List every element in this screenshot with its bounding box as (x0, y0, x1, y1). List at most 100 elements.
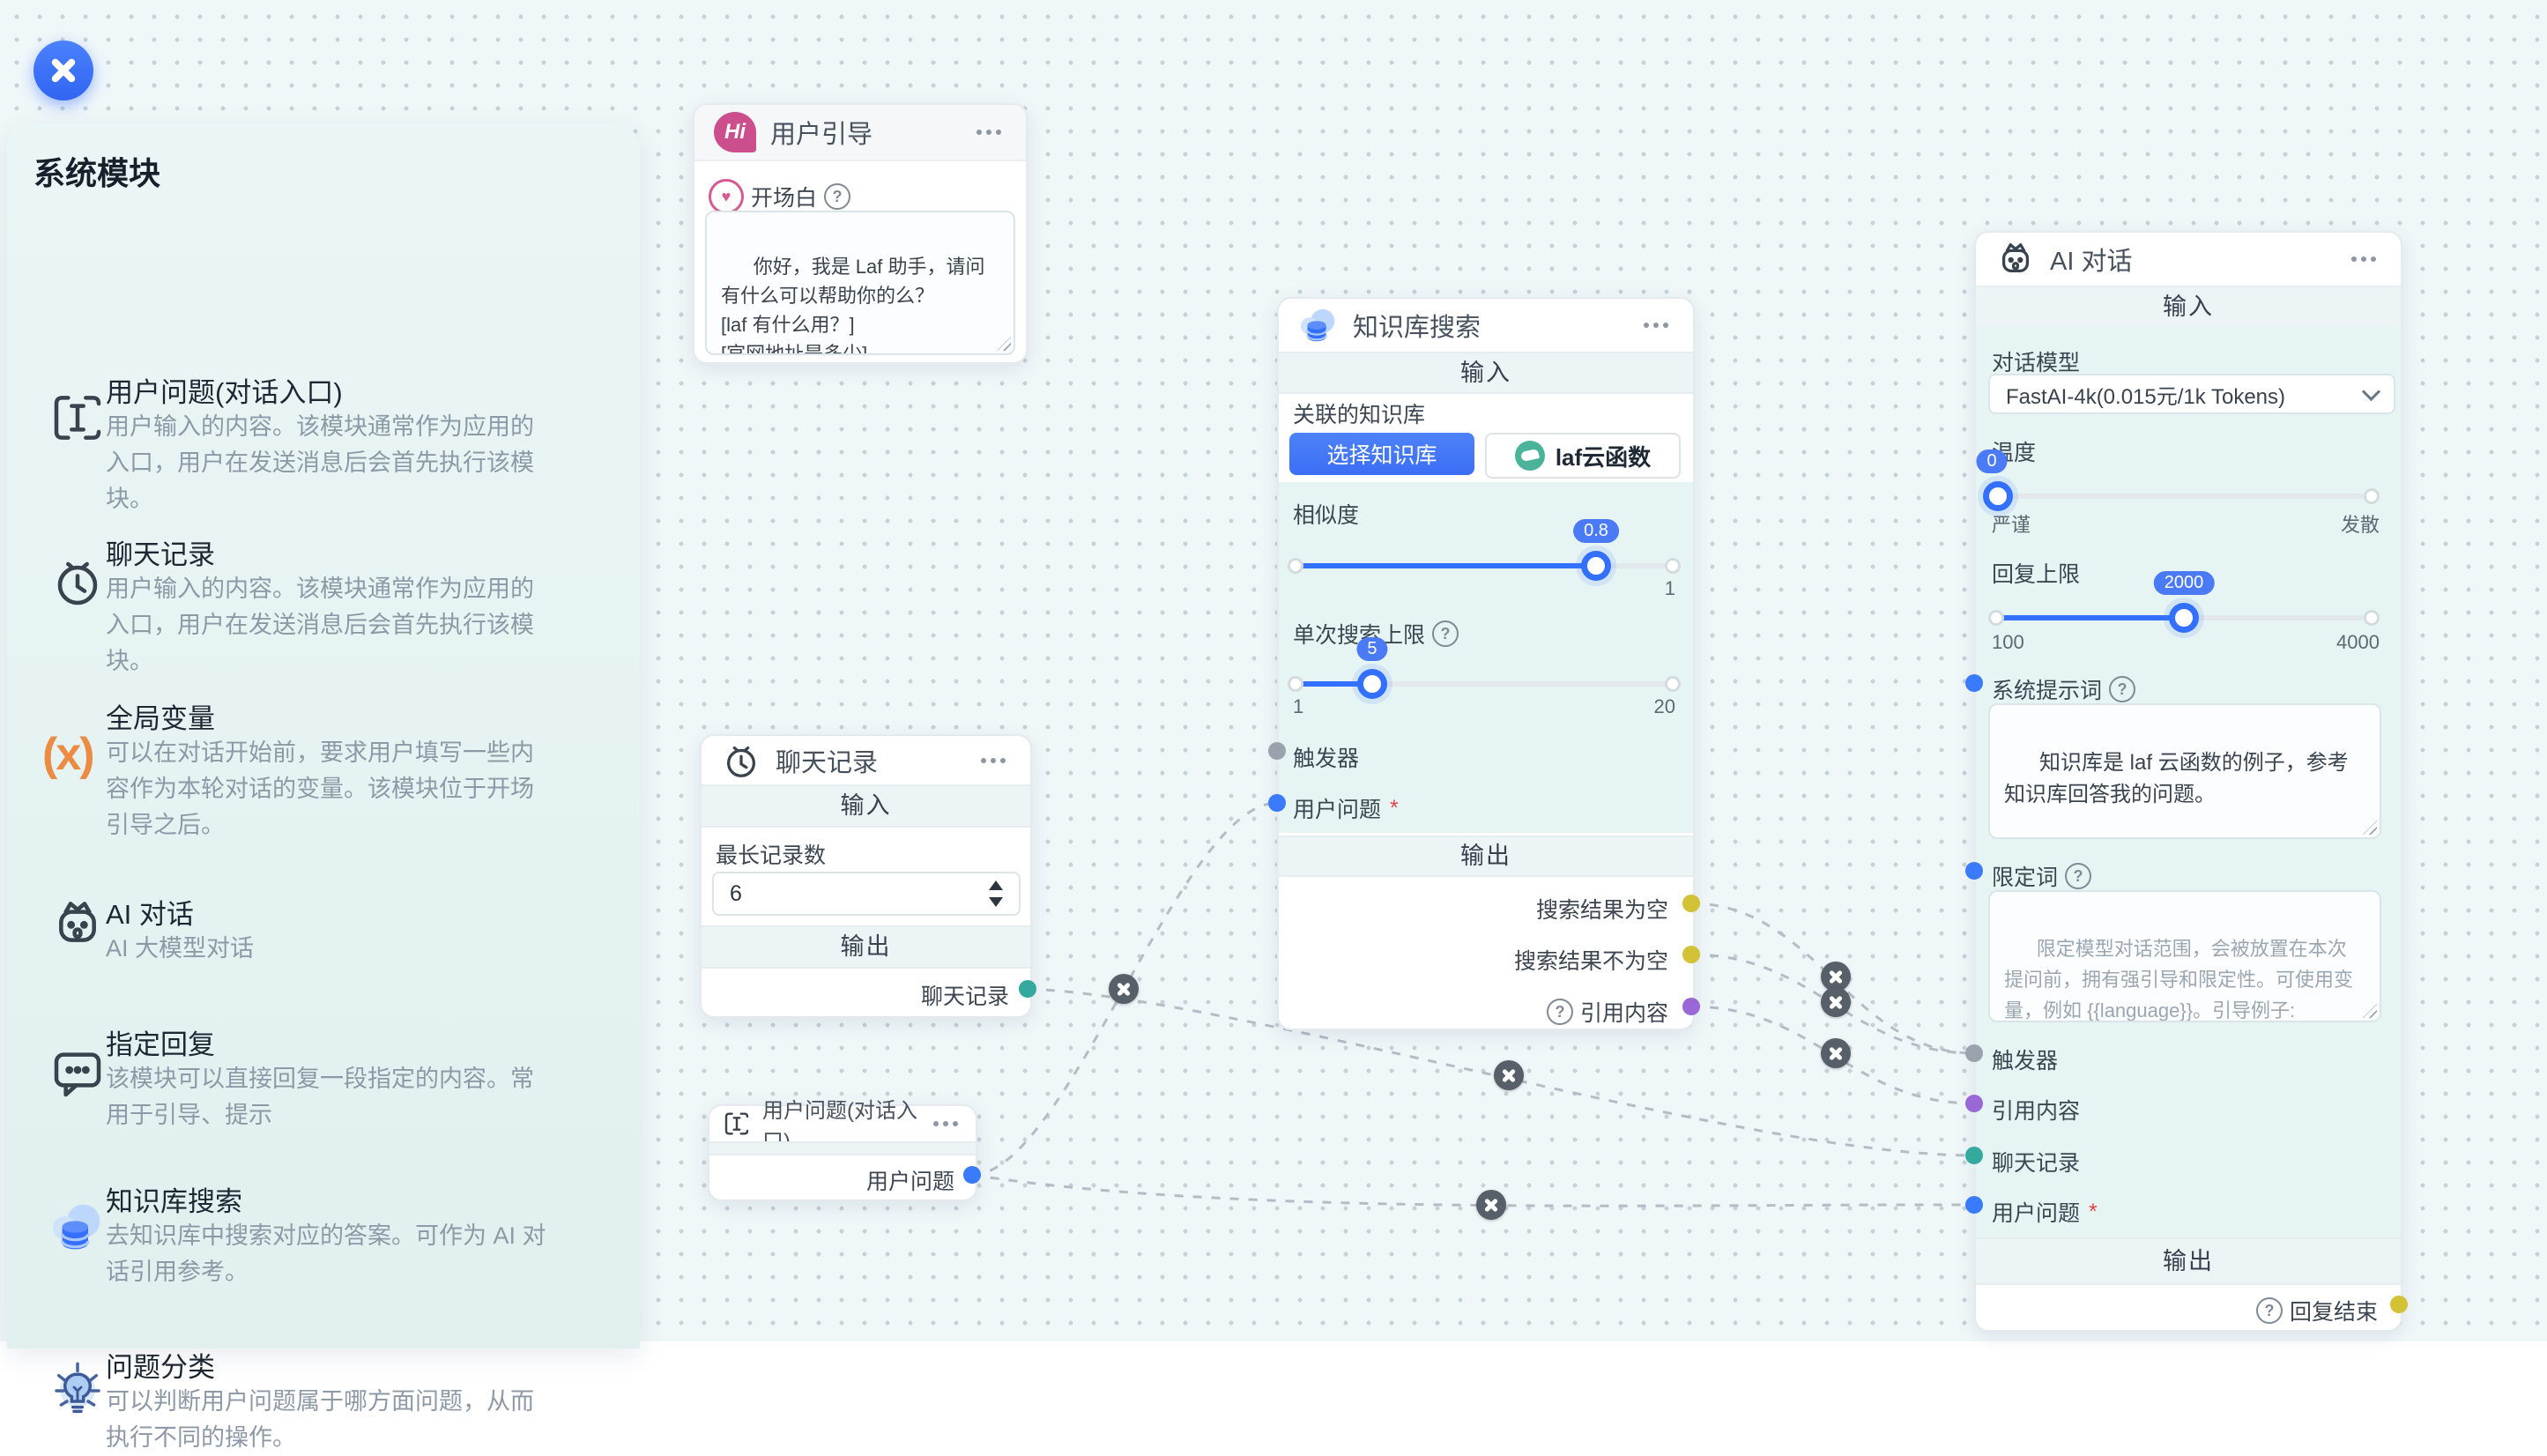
node-user-question[interactable]: 用户问题(对话入口) 用户问题 (708, 1099, 977, 1201)
node-kb-search[interactable]: 知识库搜索 输入 关联的知识库 选择知识库 laf云函数 相似度 0.8 1 单… (1277, 297, 1695, 1030)
limit-words-textarea[interactable]: 限定模型对话范围，会被放置在本次提问前，拥有强引导和限定性。可使用变量，例如 {… (1988, 890, 2381, 1022)
robot-icon (49, 895, 106, 952)
chevron-down-icon (2361, 382, 2381, 401)
port-kb-empty-out[interactable] (1682, 895, 1700, 912)
reply-bubble-icon (49, 1045, 106, 1102)
help-icon[interactable]: ? (824, 183, 851, 210)
collapsed-section (709, 1141, 976, 1155)
slider-thumb[interactable] (1356, 669, 1387, 699)
slider-thumb[interactable] (1983, 481, 2013, 511)
robot-icon (1995, 239, 2036, 279)
more-menu-icon[interactable] (971, 124, 1006, 140)
node-chat-history[interactable]: 聊天记录 输入 最长记录数 6 输出 聊天记录 (700, 734, 1032, 1018)
max-records-label: 最长记录数 (716, 843, 827, 868)
port-history-out[interactable] (1019, 980, 1036, 998)
output-section-header: 输出 (702, 925, 1030, 969)
max-tokens-label: 回复上限 (1992, 562, 2081, 587)
trigger-input-label: 触发器 (1293, 747, 1360, 771)
dataset-chip[interactable]: laf云函数 (1485, 433, 1681, 479)
more-menu-icon[interactable] (928, 1116, 963, 1132)
port-ai-limit-in[interactable] (1965, 862, 1983, 880)
question-output-label: 用户问题 (865, 1170, 954, 1194)
input-section-header: 输入 (1279, 352, 1693, 394)
help-icon[interactable]: ? (2065, 863, 2092, 889)
resize-grip[interactable] (2363, 1004, 2377, 1018)
similarity-value-badge: 0.8 (1573, 519, 1619, 543)
port-kb-trigger-in[interactable] (1268, 742, 1286, 760)
system-prompt-textarea[interactable]: 知识库是 laf 云函数的例子，参考知识库回答我的问题。 (1988, 703, 2381, 839)
node-user-guide[interactable]: Hi 用户引导 ♥ 开场白 ? 你好，我是 Laf 助手，请问有什么可以帮助你的… (693, 103, 1028, 364)
port-ai-history-in[interactable] (1965, 1147, 1983, 1164)
port-ai-question-in[interactable] (1965, 1196, 1983, 1214)
similarity-slider[interactable]: 0.8 (1288, 519, 1681, 581)
port-ai-reply-end-out[interactable] (2390, 1296, 2408, 1313)
heart-icon: ♥ (709, 179, 744, 214)
port-kb-question-in[interactable] (1268, 794, 1286, 812)
system-prompt-label: 系统提示词 ? (1992, 673, 2136, 705)
opening-textarea[interactable]: 你好，我是 Laf 助手，请问有什么可以帮助你的么？ [laf 有什么用？] [… (705, 211, 1015, 355)
limit-value-badge: 5 (1356, 637, 1388, 661)
max-tokens-slider[interactable]: 2000 (1988, 571, 2380, 633)
node-title: AI 对话 (2050, 248, 2133, 276)
temperature-value-badge: 0 (1976, 449, 2008, 473)
similarity-max: 1 (1664, 577, 1675, 599)
wire-question-to-ai (971, 1173, 1975, 1207)
temp-min-label: 严谨 (1992, 514, 2031, 536)
search-limit-slider[interactable]: 5 (1288, 637, 1681, 699)
port-ai-sysprompt-in[interactable] (1965, 674, 1983, 692)
more-menu-icon[interactable] (1638, 317, 1674, 333)
sidebar-title: 系统模块 (33, 155, 161, 191)
more-menu-icon[interactable] (976, 753, 1011, 769)
limit-max: 20 (1653, 695, 1675, 717)
history-input-label: 聊天记录 (1992, 1151, 2081, 1176)
port-ai-quote-in[interactable] (1965, 1095, 1983, 1112)
node-title: 知识库搜索 (1353, 314, 1481, 342)
max-records-input[interactable]: 6 (712, 872, 1021, 916)
question-input-label: 用户问题* (1992, 1199, 2098, 1227)
kb-search-icon (1298, 305, 1339, 345)
help-icon[interactable]: ? (2255, 1297, 2283, 1324)
tokens-max-label: 4000 (2336, 631, 2380, 653)
more-menu-icon[interactable] (2346, 251, 2381, 267)
resize-grip[interactable] (997, 337, 1011, 351)
help-icon[interactable]: ? (1432, 620, 1459, 647)
params-area (1279, 482, 1693, 833)
out-quote-label: ? 引用内容 (1546, 996, 1668, 1028)
output-section-header: 输出 (1976, 1237, 2401, 1285)
out-empty-label: 搜索结果为空 (1535, 898, 1668, 923)
delete-connection-icon[interactable] (1821, 1038, 1851, 1068)
help-icon[interactable]: ? (1546, 999, 1573, 1025)
slider-thumb[interactable] (1581, 551, 1612, 581)
input-cursor-icon (722, 1110, 754, 1138)
delete-connection-icon[interactable] (1109, 974, 1139, 1004)
reply-end-label: ? 回复结束 (2255, 1295, 2378, 1326)
opening-field-label: ♥ 开场白 ? (709, 179, 851, 214)
node-ai-chat[interactable]: AI 对话 输入 对话模型 FastAI-4k(0.015元/1k Tokens… (1974, 231, 2402, 1332)
classify-bulb-icon (49, 1359, 106, 1415)
trigger-input-label: 触发器 (1992, 1049, 2059, 1073)
variable-icon: (x) (42, 729, 95, 780)
port-kb-notempty-out[interactable] (1682, 946, 1700, 963)
tokens-min-label: 100 (1992, 631, 2024, 653)
delete-connection-icon[interactable] (1476, 1190, 1506, 1220)
temperature-slider[interactable]: 0 (1976, 449, 2380, 511)
port-kb-quote-out[interactable] (1682, 998, 1700, 1015)
help-icon[interactable]: ? (2109, 676, 2136, 702)
select-kb-button[interactable]: 选择知识库 (1289, 433, 1474, 475)
input-cursor-icon (49, 390, 106, 446)
clock-icon (721, 740, 761, 781)
delete-connection-icon[interactable] (1821, 987, 1851, 1017)
model-select[interactable]: FastAI-4k(0.015元/1k Tokens) (1988, 374, 2395, 414)
close-icon[interactable] (33, 41, 93, 100)
port-ai-trigger-in[interactable] (1965, 1044, 1983, 1062)
number-stepper[interactable] (989, 880, 1003, 907)
resize-grip[interactable] (2363, 821, 2377, 835)
model-label: 对话模型 (1992, 351, 2081, 375)
slider-thumb[interactable] (2169, 603, 2199, 633)
delete-connection-icon[interactable] (1494, 1060, 1524, 1090)
temp-max-label: 发散 (2340, 514, 2380, 536)
output-section-header: 输出 (1279, 836, 1693, 877)
port-question-out[interactable] (963, 1166, 981, 1184)
kb-search-icon (49, 1199, 106, 1255)
